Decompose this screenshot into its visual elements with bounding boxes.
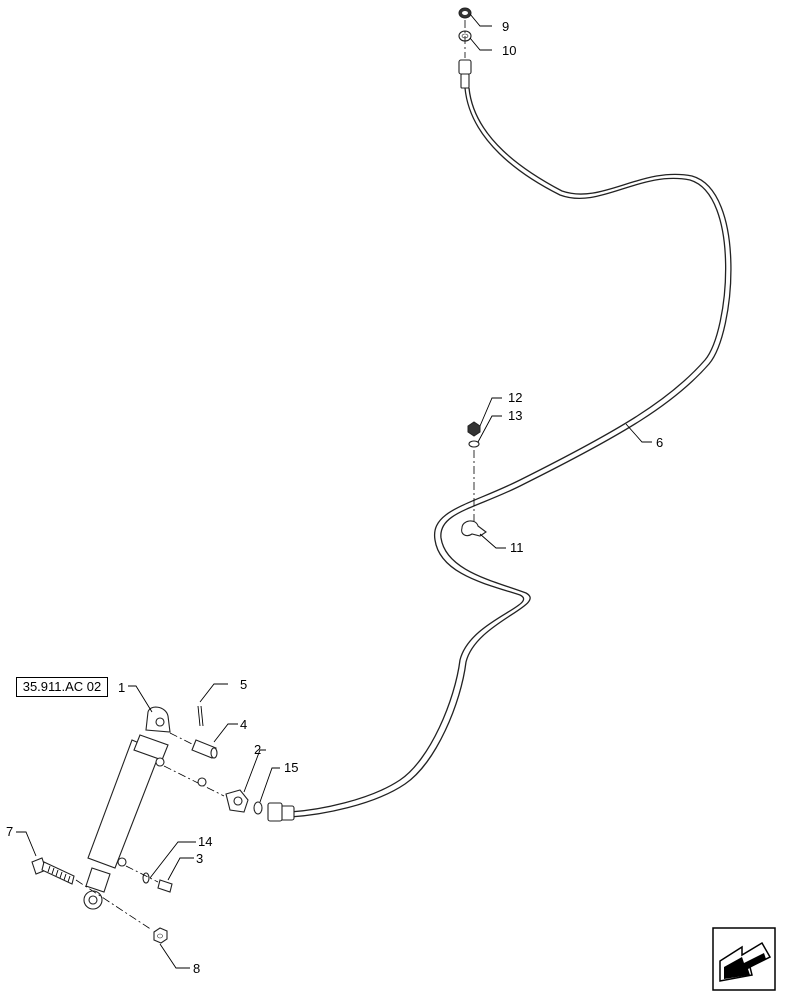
- arrow-down-left-icon[interactable]: [712, 927, 776, 991]
- callout-6: 6: [656, 435, 663, 450]
- washer-13: [468, 440, 480, 448]
- nut-12: [467, 421, 481, 437]
- callout-11: 11: [510, 540, 524, 555]
- bolt-3: [157, 879, 173, 893]
- nut-8: [153, 927, 168, 944]
- oring-port: [197, 777, 207, 787]
- hose-top-nut: [458, 59, 472, 75]
- bolt-7: [31, 857, 75, 885]
- elbow-fitting-2: [225, 789, 249, 813]
- cotter-pin-5: [197, 705, 204, 727]
- seal-15: [253, 801, 263, 815]
- callout-7: 7: [6, 824, 13, 839]
- callout-labels: 1 2 3 4 5 6 7 8 9 10 11 12 13 14 15: [6, 19, 663, 976]
- callout-4: 4: [240, 717, 247, 732]
- callout-5: 5: [240, 677, 247, 692]
- callout-10: 10: [502, 43, 516, 58]
- pin-4: [191, 739, 218, 759]
- hose-assembly: [267, 59, 732, 822]
- callout-1: 1: [118, 680, 125, 695]
- clamp-11: [461, 520, 487, 537]
- callout-13: 13: [508, 408, 522, 423]
- callout-14: 14: [198, 834, 212, 849]
- callout-9: 9: [502, 19, 509, 34]
- oring-9: [458, 7, 472, 19]
- leader-lines: [16, 13, 652, 969]
- hydraulic-cylinder: [83, 706, 171, 910]
- hose-top-ferrule: [460, 73, 470, 89]
- callout-8: 8: [193, 961, 200, 976]
- reference-link[interactable]: 35.911.AC 02: [16, 677, 108, 697]
- hose-bottom-nut: [267, 802, 283, 822]
- washer-14: [142, 872, 150, 884]
- callout-2: 2: [254, 742, 261, 757]
- callout-12: 12: [508, 390, 522, 405]
- callout-15: 15: [284, 760, 298, 775]
- callout-3: 3: [196, 851, 203, 866]
